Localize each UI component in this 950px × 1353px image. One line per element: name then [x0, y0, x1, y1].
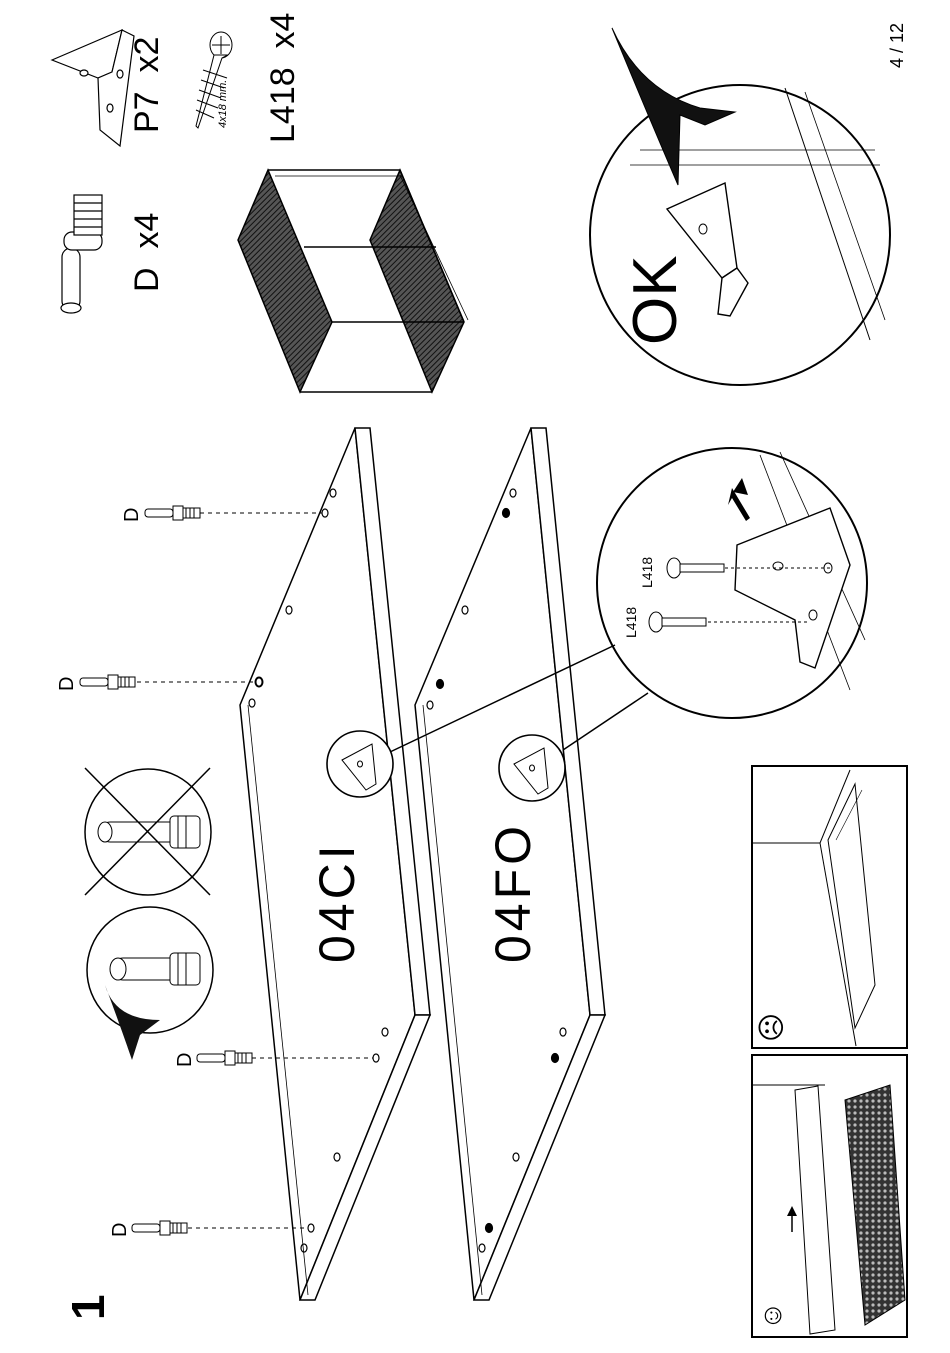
dowel-label-4: D	[110, 1223, 130, 1237]
tip-box-bad	[752, 766, 907, 1048]
dowel-label-3: D	[175, 1053, 195, 1067]
part-l418-code: L418	[264, 67, 302, 143]
bad-face-icon: ☹	[758, 1013, 786, 1042]
screw-size-label: 4x18 mm.	[218, 80, 229, 128]
part-p7-label: P7 x2	[130, 37, 164, 133]
dowel-2-icon	[80, 675, 135, 689]
bracket-p7-icon	[52, 30, 134, 146]
detail-marker-1	[327, 731, 393, 797]
page-number: 4 / 12	[888, 23, 906, 68]
part-d-label: D x4	[130, 213, 164, 292]
detail-marker-2	[499, 735, 565, 801]
part-p7-code: P7	[128, 91, 166, 133]
dowel-part-icon	[61, 195, 102, 313]
part-d-qty: x4	[128, 213, 166, 249]
step-number: 1	[65, 1294, 111, 1320]
part-l418-label: L418 x4	[266, 13, 300, 143]
panel-code-04fo: 04FO	[488, 822, 538, 963]
ok-label: OK	[625, 255, 687, 345]
cabinet-box-illustration	[238, 170, 468, 392]
dowel-1-icon	[145, 506, 200, 520]
dowel-3-icon	[197, 1051, 252, 1065]
panel-code-04ci: 04CI	[312, 841, 362, 963]
dowel-4-icon	[132, 1221, 187, 1235]
part-d-code: D	[128, 267, 166, 292]
tip-box-good	[752, 1055, 907, 1337]
correct-dowel-illustration	[87, 907, 213, 1060]
screw-label-1: L418	[640, 557, 654, 588]
part-p7-qty: x2	[128, 37, 166, 73]
dowel-label-1: D	[122, 508, 142, 522]
good-face-icon: ☺	[758, 1301, 786, 1330]
screw-label-2: L418	[624, 607, 638, 638]
dowel-label-2: D	[57, 677, 77, 691]
wrong-dowel-illustration	[85, 768, 211, 895]
part-l418-qty: x4	[264, 13, 302, 49]
